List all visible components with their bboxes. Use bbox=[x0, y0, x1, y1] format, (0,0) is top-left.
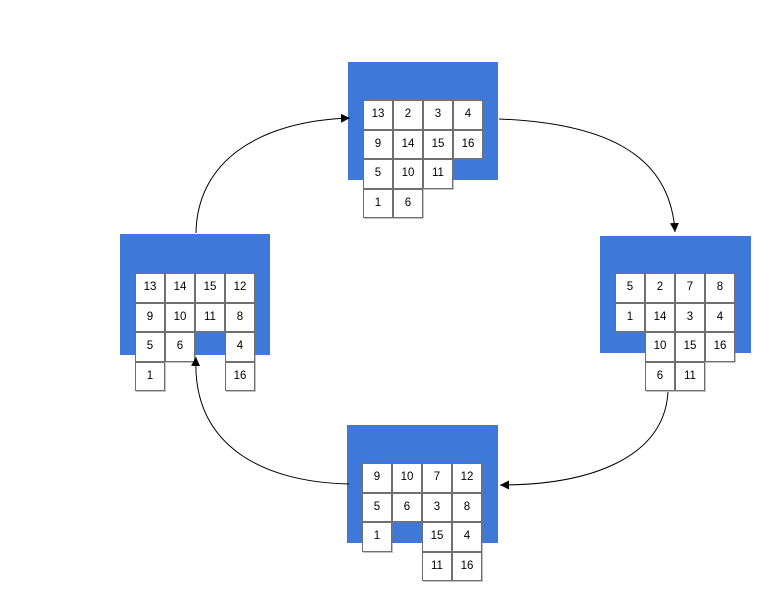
grid-empty-slot bbox=[392, 552, 422, 582]
grid-empty-slot bbox=[423, 189, 453, 219]
grid-cell: 11 bbox=[423, 159, 453, 189]
grid-empty-slot bbox=[453, 159, 483, 189]
grid-cell: 2 bbox=[393, 100, 423, 130]
grid-cell: 12 bbox=[225, 273, 255, 303]
grid-cell: 6 bbox=[645, 361, 675, 391]
grid-cell: 11 bbox=[422, 551, 452, 581]
grid-cell: 1 bbox=[363, 188, 393, 218]
grid-cell: 16 bbox=[452, 551, 482, 581]
grid-cell: 3 bbox=[422, 492, 452, 522]
grid-cell: 15 bbox=[422, 522, 452, 552]
grid-cell: 1 bbox=[362, 522, 392, 552]
arrow-right-to-bottom bbox=[499, 391, 669, 490]
grid-empty-slot bbox=[362, 552, 392, 582]
grid-cell: 8 bbox=[705, 273, 735, 303]
grid-cell: 3 bbox=[675, 302, 705, 332]
grid-cell: 1 bbox=[615, 302, 645, 332]
grid-cell: 14 bbox=[645, 302, 675, 332]
grid-cell: 9 bbox=[135, 302, 165, 332]
grid-cell: 5 bbox=[615, 273, 645, 303]
grid-cell: 8 bbox=[225, 302, 255, 332]
grid-cell: 6 bbox=[393, 188, 423, 218]
grid-cell: 5 bbox=[362, 492, 392, 522]
grid-cell: 4 bbox=[453, 100, 483, 130]
grid-cell: 5 bbox=[363, 159, 393, 189]
grid-cell: 12 bbox=[452, 463, 482, 493]
grid-empty-slot bbox=[195, 332, 225, 362]
grid-empty-slot bbox=[705, 362, 735, 392]
grid-empty-slot bbox=[615, 362, 645, 392]
grid-cell: 10 bbox=[165, 302, 195, 332]
grid-cell: 14 bbox=[165, 273, 195, 303]
grid-cell: 13 bbox=[135, 273, 165, 303]
grid-cell: 9 bbox=[362, 463, 392, 493]
grid-cell: 7 bbox=[675, 273, 705, 303]
grid-cell: 10 bbox=[393, 159, 423, 189]
grid-cell: 15 bbox=[675, 332, 705, 362]
grid-cell: 6 bbox=[165, 332, 195, 362]
grid-cell: 14 bbox=[393, 129, 423, 159]
grid-cell: 11 bbox=[675, 361, 705, 391]
grid-cell: 9 bbox=[363, 129, 393, 159]
grid-cell: 16 bbox=[225, 361, 255, 391]
grid-empty-slot bbox=[392, 522, 422, 552]
arrow-left-to-top bbox=[195, 113, 351, 234]
grid-cell: 10 bbox=[392, 463, 422, 493]
grid-cell: 1 bbox=[135, 361, 165, 391]
arrow-top-to-right bbox=[498, 118, 679, 233]
grid-cell: 4 bbox=[452, 522, 482, 552]
grid-empty-slot bbox=[453, 189, 483, 219]
grid-cell: 16 bbox=[453, 129, 483, 159]
grid-cell: 11 bbox=[195, 302, 225, 332]
grid-cell: 4 bbox=[705, 302, 735, 332]
grid-cell: 13 bbox=[363, 100, 393, 130]
grid-cell: 4 bbox=[225, 332, 255, 362]
grid-cell: 6 bbox=[392, 492, 422, 522]
grid-cell: 15 bbox=[423, 129, 453, 159]
grid-cell: 7 bbox=[422, 463, 452, 493]
grid-empty-slot bbox=[165, 362, 195, 392]
grid-cell: 8 bbox=[452, 492, 482, 522]
grid-cell: 16 bbox=[705, 332, 735, 362]
grid-cell: 3 bbox=[423, 100, 453, 130]
grid-cell: 15 bbox=[195, 273, 225, 303]
grid-cell: 10 bbox=[645, 332, 675, 362]
grid-cell: 2 bbox=[645, 273, 675, 303]
grid-empty-slot bbox=[615, 332, 645, 362]
grid-cell: 5 bbox=[135, 332, 165, 362]
grid-empty-slot bbox=[195, 362, 225, 392]
